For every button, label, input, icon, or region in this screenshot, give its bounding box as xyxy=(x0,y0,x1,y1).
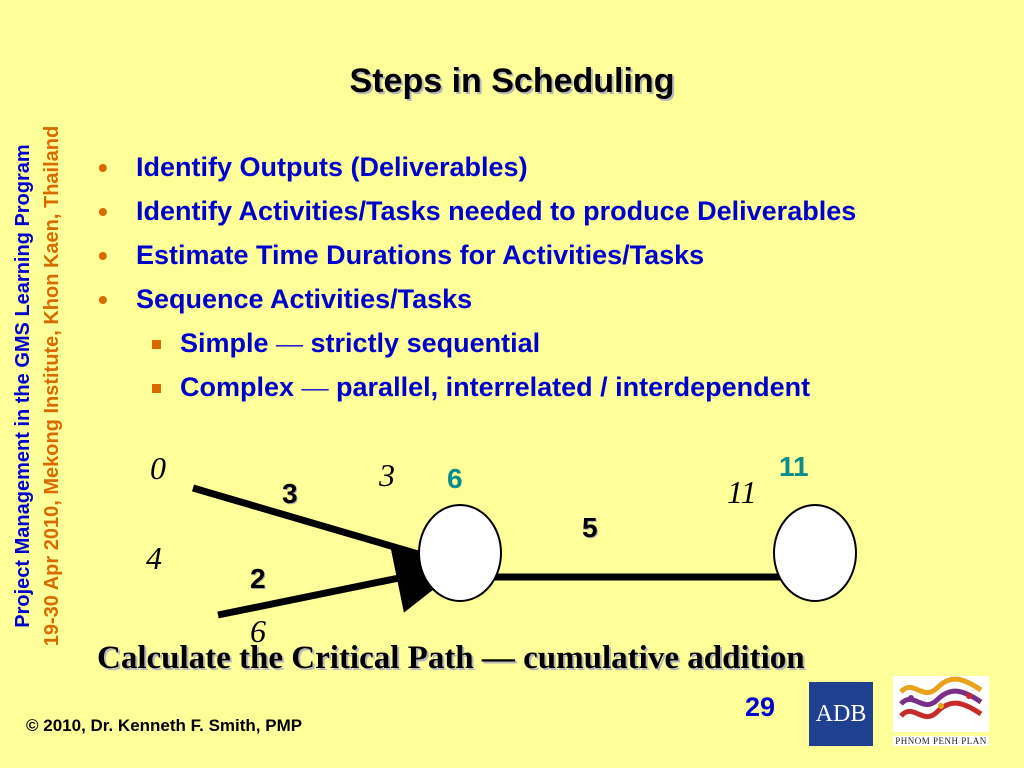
duration-top: 3 xyxy=(282,478,298,509)
bullet-text: Identify Activities/Tasks needed to prod… xyxy=(136,196,857,226)
finish-time-bottom: 6 xyxy=(250,613,266,649)
em-dash: — xyxy=(301,372,329,402)
bullet-dot-icon: • xyxy=(98,152,108,183)
copyright-footer: © 2010, Dr. Kenneth F. Smith, PMP xyxy=(26,716,303,735)
duration-bottom: 2 xyxy=(250,563,266,594)
bullet-dot-icon: • xyxy=(98,240,108,271)
bullet-item: • Identify Outputs (Deliverables) xyxy=(96,150,996,185)
page-number: 29 xyxy=(745,692,776,722)
bullet-text: Identify Outputs (Deliverables) xyxy=(136,152,528,182)
bullet-dot-icon: • xyxy=(98,284,108,315)
start-time-top: 0 xyxy=(150,450,166,486)
square-bullet-icon xyxy=(152,384,161,393)
finish-time-top: 3 xyxy=(379,457,395,493)
sub-bullet-tail: strictly sequential xyxy=(303,328,541,358)
bullet-list: • Identify Outputs (Deliverables) • Identi… xyxy=(96,150,996,414)
activity-arrow-bottom xyxy=(217,544,466,619)
bullet-item: • Sequence Activities/Tasks xyxy=(96,282,996,317)
bullet-text: Sequence Activities/Tasks xyxy=(136,284,473,314)
adb-logo: ADB xyxy=(809,682,873,746)
node-1-time: 6 xyxy=(447,463,463,494)
sub-bullet-head: Complex xyxy=(180,372,302,402)
phnom-penh-plan-logo: PHNOM PENH PLAN xyxy=(893,676,989,746)
duration-middle: 5 xyxy=(582,512,598,543)
event-node-2 xyxy=(773,504,857,602)
ppp-logo-text: PHNOM PENH PLAN xyxy=(893,736,989,746)
bullet-dot-icon: • xyxy=(98,196,108,227)
node-2-time: 11 xyxy=(779,451,809,482)
start-time-bottom: 4 xyxy=(146,540,162,576)
bullet-item: • Estimate Time Durations for Activities/… xyxy=(96,238,996,273)
critical-path-caption: Calculate the Critical Path — cumulative… xyxy=(97,640,805,676)
bullet-item: • Identify Activities/Tasks needed to pro… xyxy=(96,194,996,229)
sub-bullet-head: Simple xyxy=(180,328,277,358)
event-node-1 xyxy=(418,504,502,602)
bullet-text: Estimate Time Durations for Activities/T… xyxy=(136,240,705,270)
arrival-time-node-2: 11 xyxy=(727,474,757,510)
em-dash: — xyxy=(276,328,304,358)
sub-bullet-tail: parallel, interrelated / interdependent xyxy=(328,372,811,402)
activity-arrow-top xyxy=(192,484,426,560)
square-bullet-icon xyxy=(152,340,161,349)
slide-title: Steps in Scheduling xyxy=(349,62,675,100)
phnom-penh-plan-emblem-icon xyxy=(893,676,989,732)
sub-bullet-item: Complex — parallel, interrelated / inter… xyxy=(96,370,996,405)
sub-bullet-item: Simple — strictly sequential xyxy=(96,326,996,361)
